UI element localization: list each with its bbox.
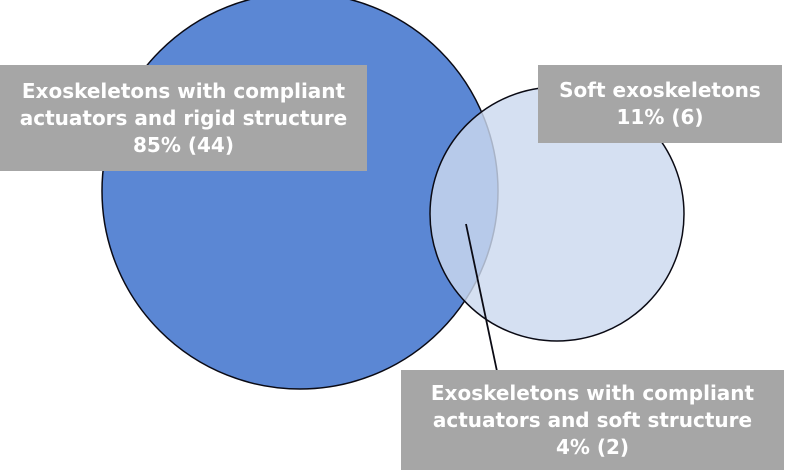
soft-exoskeleton-label: Soft exoskeletons 11% (6) — [538, 65, 782, 143]
overlap-name-line1: Exoskeletons with compliant — [430, 380, 755, 405]
rigid-structure-value: 85% (44) — [133, 132, 234, 157]
rigid-structure-name-line2: actuators and rigid structure — [19, 105, 348, 130]
overlap-value: 4% (2) — [555, 434, 630, 459]
overlap-leader-line — [465, 223, 499, 377]
rigid-structure-name-line1: Exoskeletons with compliant — [21, 78, 346, 103]
soft-exoskeleton-value: 11% (6) — [616, 105, 704, 129]
overlap-name-line2: actuators and soft structure — [432, 407, 753, 432]
overlap-label: Exoskeletons with compliant actuators an… — [401, 370, 784, 470]
rigid-structure-label: Exoskeletons with compliant actuators an… — [0, 65, 367, 171]
soft-exoskeleton-name: Soft exoskeletons — [559, 78, 761, 102]
